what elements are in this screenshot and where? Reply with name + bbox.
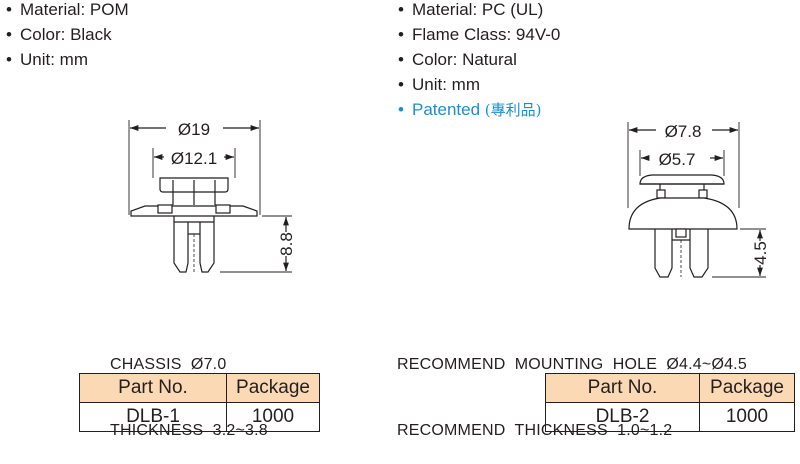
bullet: • [6,50,12,69]
spec-material: •Material: PC (UL) [398,0,560,22]
package-header: Package [226,373,320,403]
spec-patented: •Patented (專利品) [398,97,560,123]
part-no-header: Part No. [79,373,227,403]
right-inner-diameter-label: Ø5.7 [659,150,696,169]
mounting-hole-line: RECOMMEND MOUNTING HOLE Ø4.4~Ø4.5 [397,356,747,373]
table-row: DLB-2 1000 [545,402,795,432]
left-inner-diameter-label: Ø12.1 [171,149,217,168]
left-spec-list: •Material: POM •Color: Black •Unit: mm [6,0,129,72]
right-outer-diameter-label: Ø7.8 [665,122,702,141]
package-cell: 1000 [226,402,320,432]
part-no-cell: DLB-2 [545,402,700,432]
spec-color: •Color: Natural [398,47,560,72]
table-header-row: Part No. Package [545,373,795,403]
bullet: • [398,50,404,69]
part-no-cell: DLB-1 [79,402,227,432]
bullet: • [398,0,404,19]
bullet: • [6,25,12,44]
right-height-label: 4.5 [751,241,770,265]
left-clip-drawing [128,120,292,273]
spec-unit: •Unit: mm [6,47,129,72]
bullet: • [398,75,404,94]
spec-material: •Material: POM [6,0,129,22]
right-part-table: Part No. Package DLB-2 1000 [545,373,795,432]
spec-color: •Color: Black [6,22,129,47]
technical-drawings: Ø19 Ø12.1 8.8 Ø7.8 Ø5.7 4.5 [128,120,770,278]
patent-chinese-label: (專利品) [484,101,542,119]
spec-flame-class: •Flame Class: 94V-0 [398,22,560,47]
left-outer-diameter-label: Ø19 [178,120,210,139]
package-header: Package [699,373,795,403]
bullet: • [6,0,12,19]
bullet: • [398,25,404,44]
left-part-table: Part No. Package DLB-1 1000 [79,373,320,432]
part-no-header: Part No. [545,373,700,403]
bullet: • [398,100,404,119]
table-header-row: Part No. Package [79,373,320,403]
right-clip-drawing [627,122,766,278]
right-spec-list: •Material: PC (UL) •Flame Class: 94V-0 •… [398,0,560,123]
spec-unit: •Unit: mm [398,72,560,97]
package-cell: 1000 [699,402,795,432]
chassis-diameter-line: CHASSIS Ø7.0 [110,356,227,373]
left-height-label: 8.8 [277,232,296,256]
table-row: DLB-1 1000 [79,402,320,432]
